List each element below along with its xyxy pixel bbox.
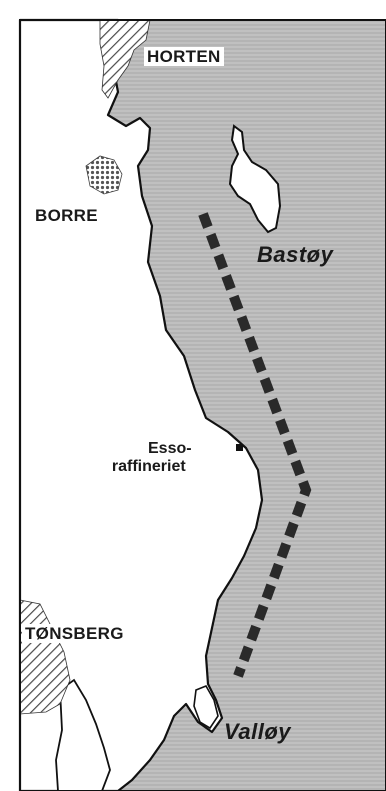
borre-label: BORRE	[32, 206, 101, 225]
bastoy-label: Bastøy	[257, 242, 334, 267]
southern-island	[55, 678, 111, 791]
esso-label-line2: raffineriet	[111, 458, 186, 476]
square-marker-icon	[236, 444, 243, 451]
esso-refinery-label: Esso- raffineriet	[112, 440, 192, 477]
bastoy-island	[228, 124, 282, 234]
valloy-label: Valløy	[224, 719, 291, 744]
borre-town-area	[85, 155, 123, 195]
dashed-route-icon	[198, 212, 312, 678]
horten-label: HORTEN	[144, 47, 224, 66]
esso-label-line1: Esso-	[148, 440, 192, 457]
valloy-point	[193, 684, 219, 730]
horten-town-area	[99, 19, 151, 99]
map-frame	[19, 19, 386, 791]
tonsberg-label: TØNSBERG	[22, 624, 127, 643]
